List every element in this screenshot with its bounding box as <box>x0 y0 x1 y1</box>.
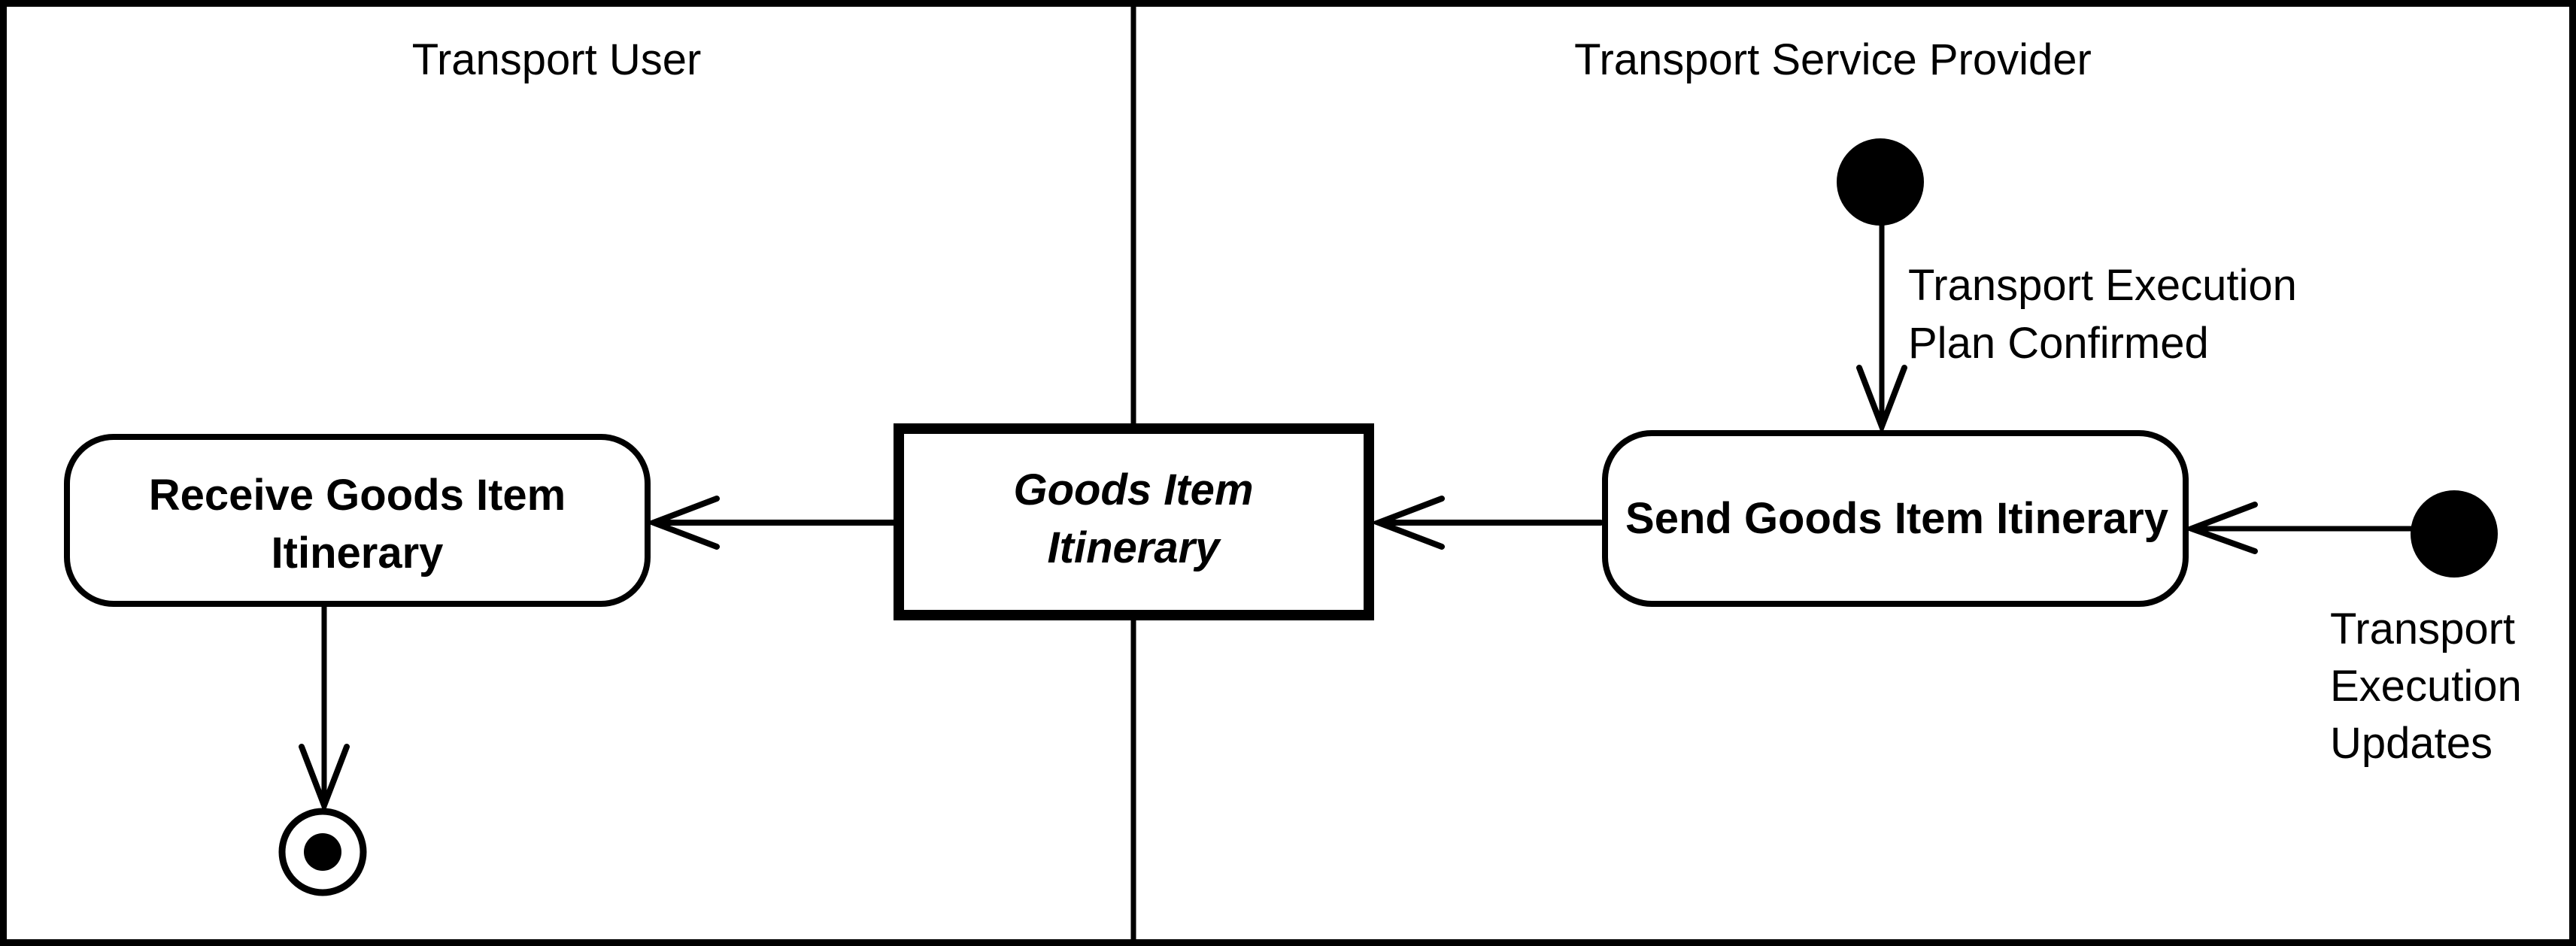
arrowhead-left-icon <box>2183 502 2258 554</box>
flow-updates <box>2183 502 2416 554</box>
object-node-label: Goods Item Itinerary <box>1013 465 1254 572</box>
lane-title-transport-user: Transport User <box>411 35 702 84</box>
flow-object-to-receive <box>645 496 898 550</box>
initial-node <box>1837 138 1924 226</box>
send-activity-node <box>1602 430 2189 607</box>
object-node <box>894 423 1374 620</box>
receive-activity-node <box>64 434 651 607</box>
lane-title-transport-service-provider: Transport Service Provider <box>1574 35 2092 84</box>
final-node-dot <box>304 833 341 871</box>
send-activity-label: Send Goods Item Itinerary <box>1625 494 2168 543</box>
arrowhead-down-icon <box>1856 365 1907 435</box>
flow-send-to-object <box>1370 496 1604 550</box>
receive-activity-label: Receive Goods Item Itinerary <box>148 471 566 578</box>
final-node <box>278 808 367 896</box>
arrowhead-down-icon <box>299 744 350 814</box>
arrowhead-left-icon <box>645 496 720 550</box>
edge-label-transport-execution-updates: Transport Execution Updates <box>2330 605 2522 768</box>
arrowhead-left-icon <box>1370 496 1445 550</box>
edge-label-plan-confirmed: Transport Execution Plan Confirmed <box>1908 261 2297 368</box>
flow-receive-to-final <box>299 604 350 814</box>
flow-plan-confirmed <box>1856 221 1907 435</box>
updates-source-node <box>2411 490 2498 578</box>
